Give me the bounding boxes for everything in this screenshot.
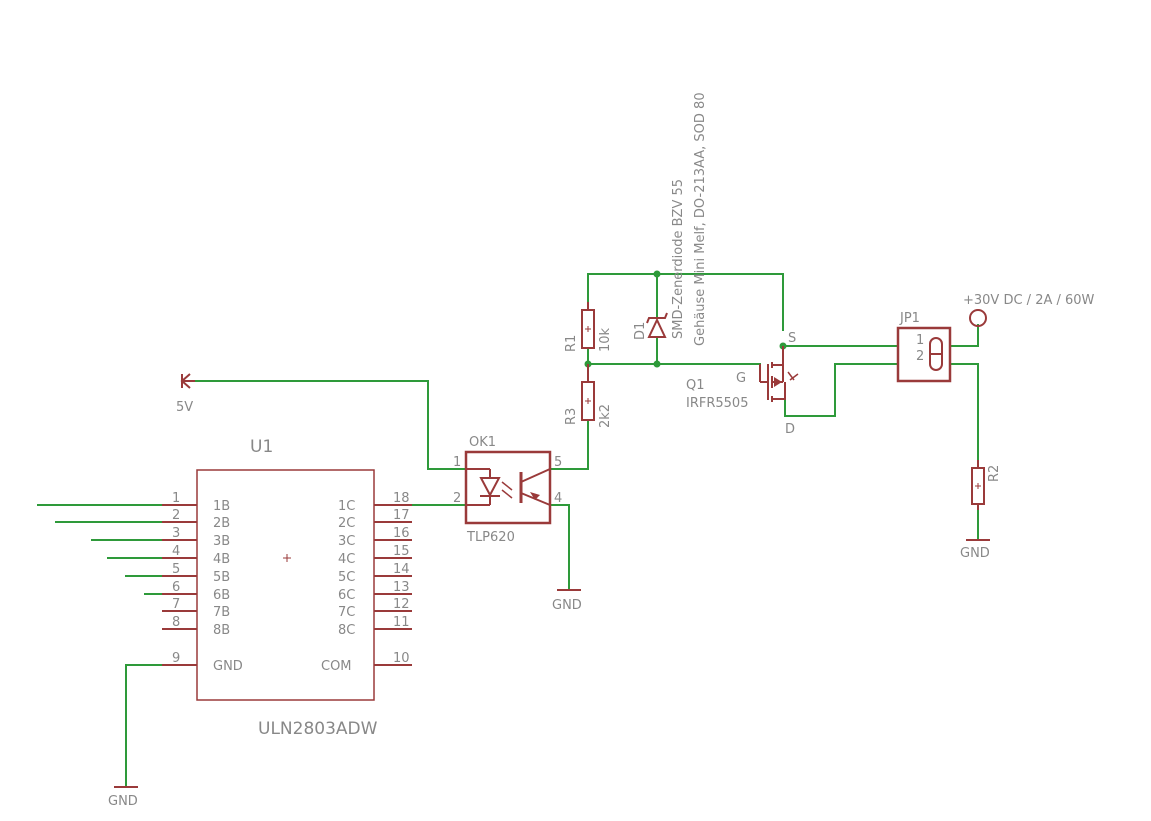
r3-name: R3 [564, 408, 579, 425]
u1-pin-label: 4B [213, 552, 230, 567]
r1-value: 10k [598, 327, 613, 352]
u1-pin-label: 1C [338, 499, 355, 514]
ok1-pin-num: 1 [453, 455, 461, 470]
gnd-symbol-r2: GND [960, 539, 990, 561]
u1-pin-num: 6 [172, 580, 180, 595]
u1-pin-label: 6C [338, 588, 355, 603]
ok1-optocoupler: OK1 TLP620 1 2 5 4 [453, 435, 562, 545]
r2-resistor: R2 [971, 460, 1002, 510]
u1-pin-num: 10 [393, 651, 410, 666]
gnd-label: GND [960, 546, 990, 561]
u1-pin-label: 2B [213, 516, 230, 531]
supply-5v-label: 5V [176, 400, 193, 415]
d1-name: D1 [633, 322, 648, 340]
ok1-name: OK1 [469, 435, 496, 450]
q1-mosfet: G S D Q1 IRFR5505 [686, 331, 799, 437]
r3-resistor: R3 2k2 [564, 364, 613, 428]
u1-pin-label: 7B [213, 605, 230, 620]
q1-source-label: S [788, 331, 796, 346]
u1-pin-num: 1 [172, 491, 180, 506]
u1-pin-num: 11 [393, 615, 410, 630]
d1-zener-diode: D1 SMD-Zenerdiode BZV 55 Gehäuse Mini Me… [633, 92, 708, 346]
u1-pin-num: 4 [172, 544, 180, 559]
jp1-connector: JP1 1 2 [896, 311, 952, 383]
jp1-name: JP1 [899, 311, 920, 326]
u1-pin-num: 2 [172, 508, 180, 523]
u1-pin-label: 5B [213, 570, 230, 585]
u1-pin-num: 17 [393, 508, 410, 523]
u1-pin-num: 9 [172, 651, 180, 666]
gnd-symbol-u1: GND [108, 786, 138, 809]
u1-pin-num: 12 [393, 597, 410, 612]
u1-pin-num: 15 [393, 544, 410, 559]
gnd-label: GND [108, 794, 138, 809]
u1-pin-label: 3C [338, 534, 355, 549]
u1-uln2803: U1 ULN2803ADW 1 2 3 4 5 6 7 8 9 1B 2B 3B… [162, 437, 412, 739]
u1-pin-label: COM [321, 659, 352, 674]
u1-pin-num: 7 [172, 597, 180, 612]
u1-name: U1 [250, 437, 273, 457]
u1-pin-num: 14 [393, 562, 410, 577]
gnd-symbol-ok1: GND [552, 589, 582, 613]
u1-pin-label: 4C [338, 552, 355, 567]
u1-pin-num: 18 [393, 491, 410, 506]
ok1-pin-num: 2 [453, 491, 461, 506]
ok1-pin-num: 4 [554, 491, 562, 506]
supply-30v-label: +30V DC / 2A / 60W [963, 293, 1095, 308]
jp1-pin-num: 1 [916, 333, 924, 348]
u1-pin-label: 8B [213, 623, 230, 638]
u1-origin-cross [283, 554, 291, 562]
d1-desc-line2: Gehäuse Mini Melf, DO-213AA, SOD 80 [693, 92, 708, 346]
u1-pin-num: 8 [172, 615, 180, 630]
u1-pin-num: 5 [172, 562, 180, 577]
u1-pin-label: 5C [338, 570, 355, 585]
u1-pin-label: 8C [338, 623, 355, 638]
ok1-pin-num: 5 [554, 455, 562, 470]
ok1-part: TLP620 [466, 530, 515, 545]
u1-pin-label: 7C [338, 605, 355, 620]
d1-desc-line1: SMD-Zenerdiode BZV 55 [671, 179, 686, 339]
u1-pin-label: 2C [338, 516, 355, 531]
q1-part: IRFR5505 [686, 396, 748, 411]
supply-5v: 5V [176, 373, 195, 415]
r1-name: R1 [564, 335, 579, 352]
u1-part: ULN2803ADW [258, 719, 378, 739]
u1-pin-label: 3B [213, 534, 230, 549]
q1-name: Q1 [686, 378, 705, 393]
u1-pin-label: GND [213, 659, 243, 674]
u1-pin-label: 6B [213, 588, 230, 603]
r2-name: R2 [987, 465, 1002, 482]
r3-value: 2k2 [598, 404, 613, 428]
jp1-pin-num: 2 [916, 349, 924, 364]
u1-pin-num: 13 [393, 580, 410, 595]
q1-drain-label: D [785, 422, 795, 437]
u1-pin-num: 16 [393, 526, 410, 541]
gnd-label: GND [552, 598, 582, 613]
u1-pin-label: 1B [213, 499, 230, 514]
r1-resistor: R1 10k [564, 302, 613, 352]
q1-gate-label: G [736, 371, 746, 386]
supply-30v: +30V DC / 2A / 60W [963, 293, 1095, 327]
u1-pin-num: 3 [172, 526, 180, 541]
